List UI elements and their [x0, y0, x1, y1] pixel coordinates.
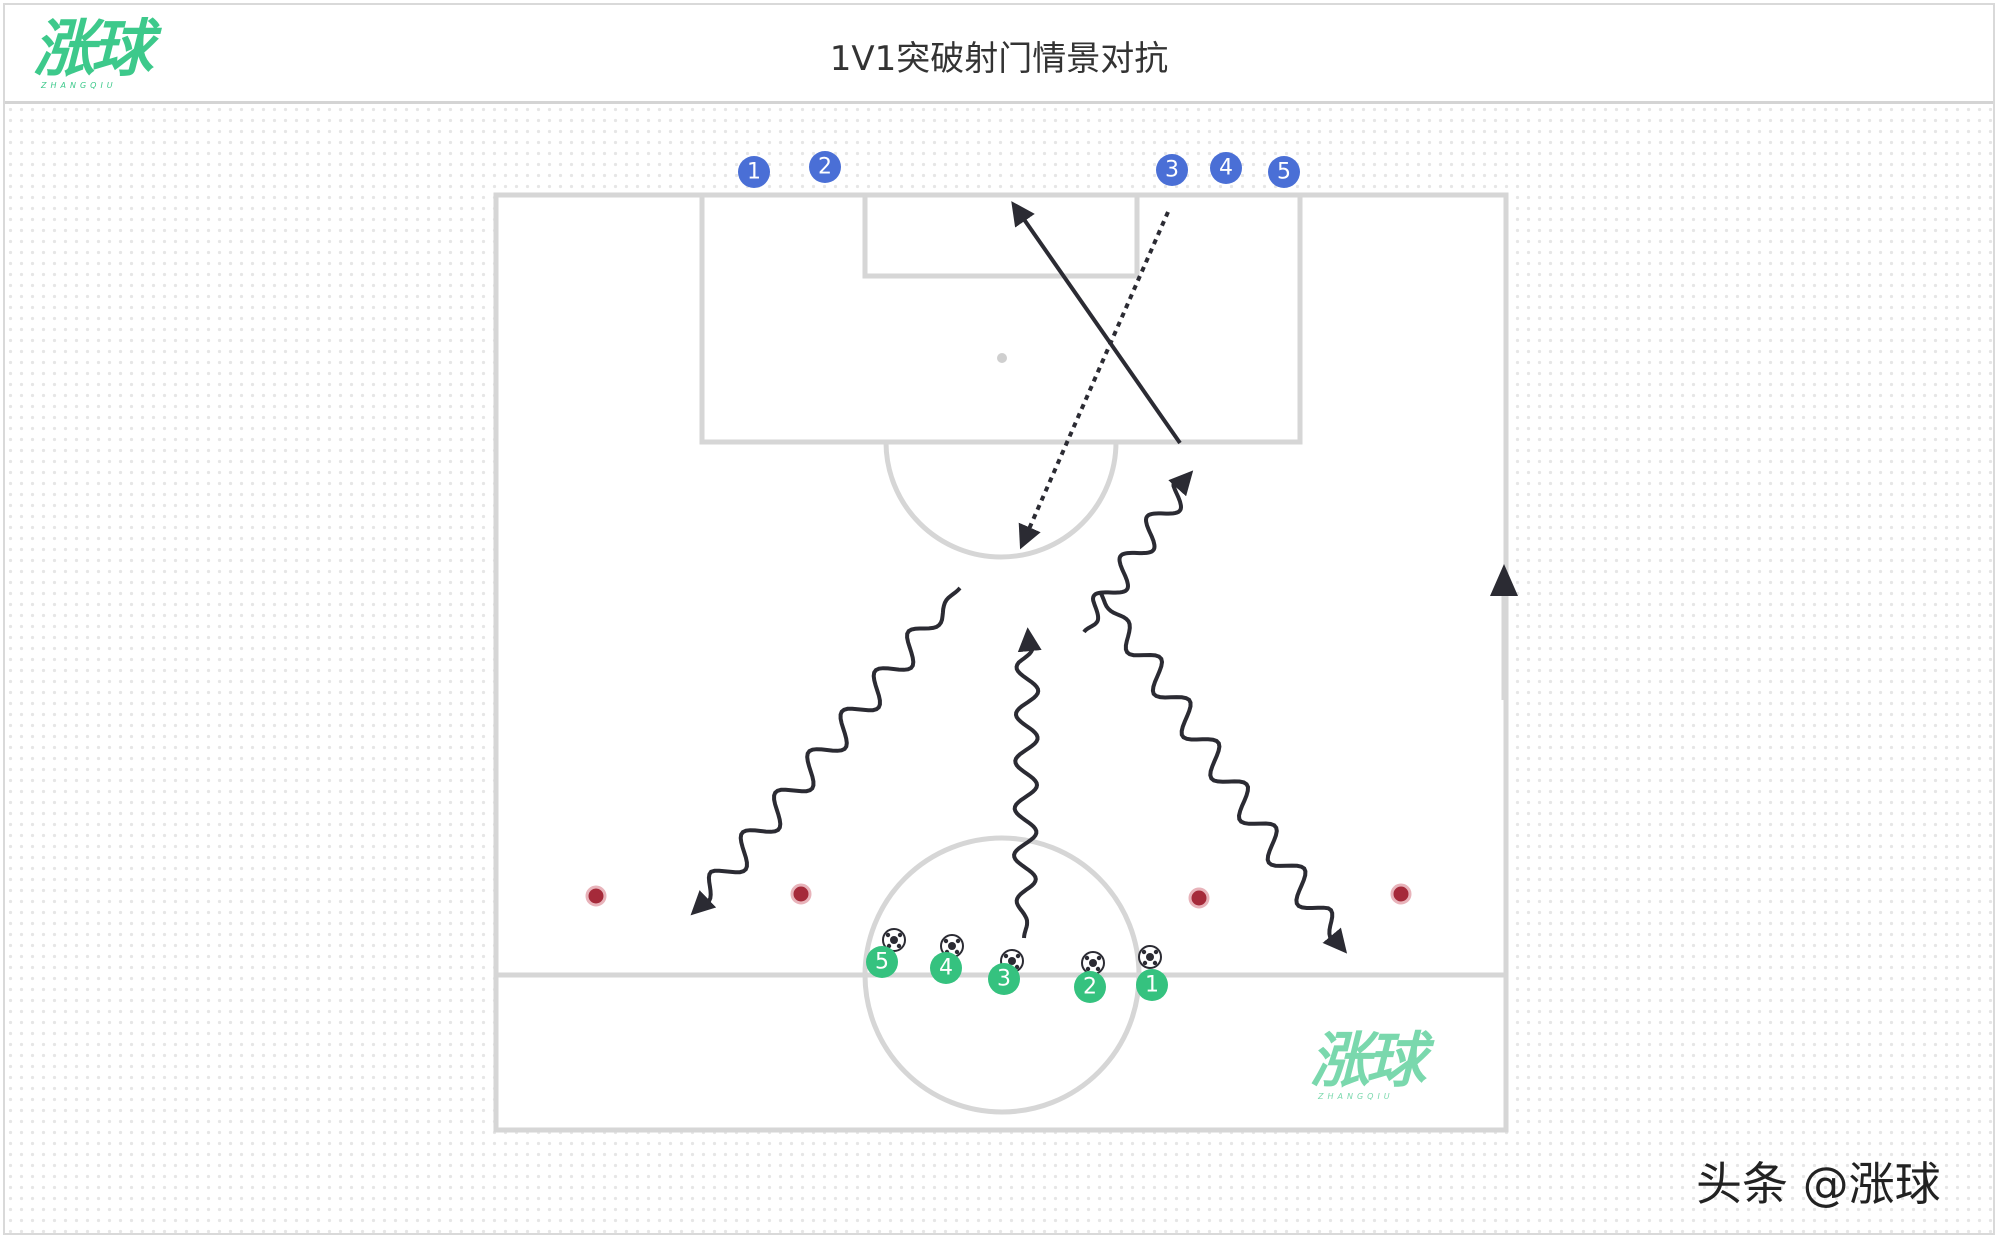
direction-triangle-icon [1490, 564, 1518, 596]
cone-marker [1188, 887, 1210, 909]
cone-marker [1390, 883, 1412, 905]
logo-text: 涨球 [33, 12, 153, 85]
pass-arrow-dotted [1018, 211, 1170, 550]
dribble-arrow-left [690, 586, 962, 916]
defender-marker [1210, 152, 1242, 184]
defender-marker [1156, 154, 1188, 186]
defender-number: 1 [747, 160, 761, 185]
ball-icon [1081, 951, 1105, 975]
dribble-arrow-right [1098, 590, 1348, 954]
defender-number: 2 [818, 155, 832, 180]
penalty-box [699, 192, 1303, 445]
attacker-marker [988, 963, 1020, 995]
attacker-number: 3 [997, 967, 1011, 992]
defender-marker [809, 151, 841, 183]
attacker-number: 1 [1145, 973, 1159, 998]
defender-marker [1268, 156, 1300, 188]
defender-marker [738, 156, 770, 188]
penalty-arc [883, 441, 1119, 560]
attacker-marker [930, 952, 962, 984]
attacker-number: 4 [939, 956, 953, 981]
watermark-subtext: ZHANGQIU [1318, 1092, 1394, 1101]
shot-arrow [1011, 201, 1182, 445]
dribble-arrow-cut-inside [1082, 470, 1194, 634]
diagram-title: 1V1突破射门情景对抗 [829, 39, 1169, 79]
header-bar: 涨球 ZHANGQIU 1V1突破射门情景对抗 [5, 5, 1993, 104]
attacker-marker [866, 946, 898, 978]
ball-icon [1138, 945, 1162, 969]
source-credit: 头条 @涨球 [1696, 1157, 1941, 1211]
field-watermark: 涨球 ZHANGQIU [1310, 1026, 1426, 1101]
attacker-number: 5 [875, 950, 889, 975]
attacker-marker [1074, 971, 1106, 1003]
defender-number: 3 [1165, 158, 1179, 183]
defender-number: 5 [1277, 160, 1291, 185]
cone-marker [585, 885, 607, 907]
logo-subtext: ZHANGQIU [41, 81, 117, 90]
attacker-marker [1136, 969, 1168, 1001]
watermark-text: 涨球 [1310, 1026, 1426, 1096]
cones [585, 883, 1412, 909]
attackers: 5 4 3 2 1 [866, 946, 1168, 1003]
attacker-number: 2 [1083, 975, 1097, 1000]
goal-area [862, 192, 1140, 279]
defenders: 1 2 3 4 5 [738, 151, 1300, 188]
dribble-arrow-center [1012, 627, 1042, 939]
center-circle [862, 835, 1142, 1115]
defender-number: 4 [1219, 156, 1233, 181]
penalty-spot [997, 353, 1007, 363]
brand-logo: 涨球 ZHANGQIU [33, 12, 153, 97]
cone-marker [790, 883, 812, 905]
